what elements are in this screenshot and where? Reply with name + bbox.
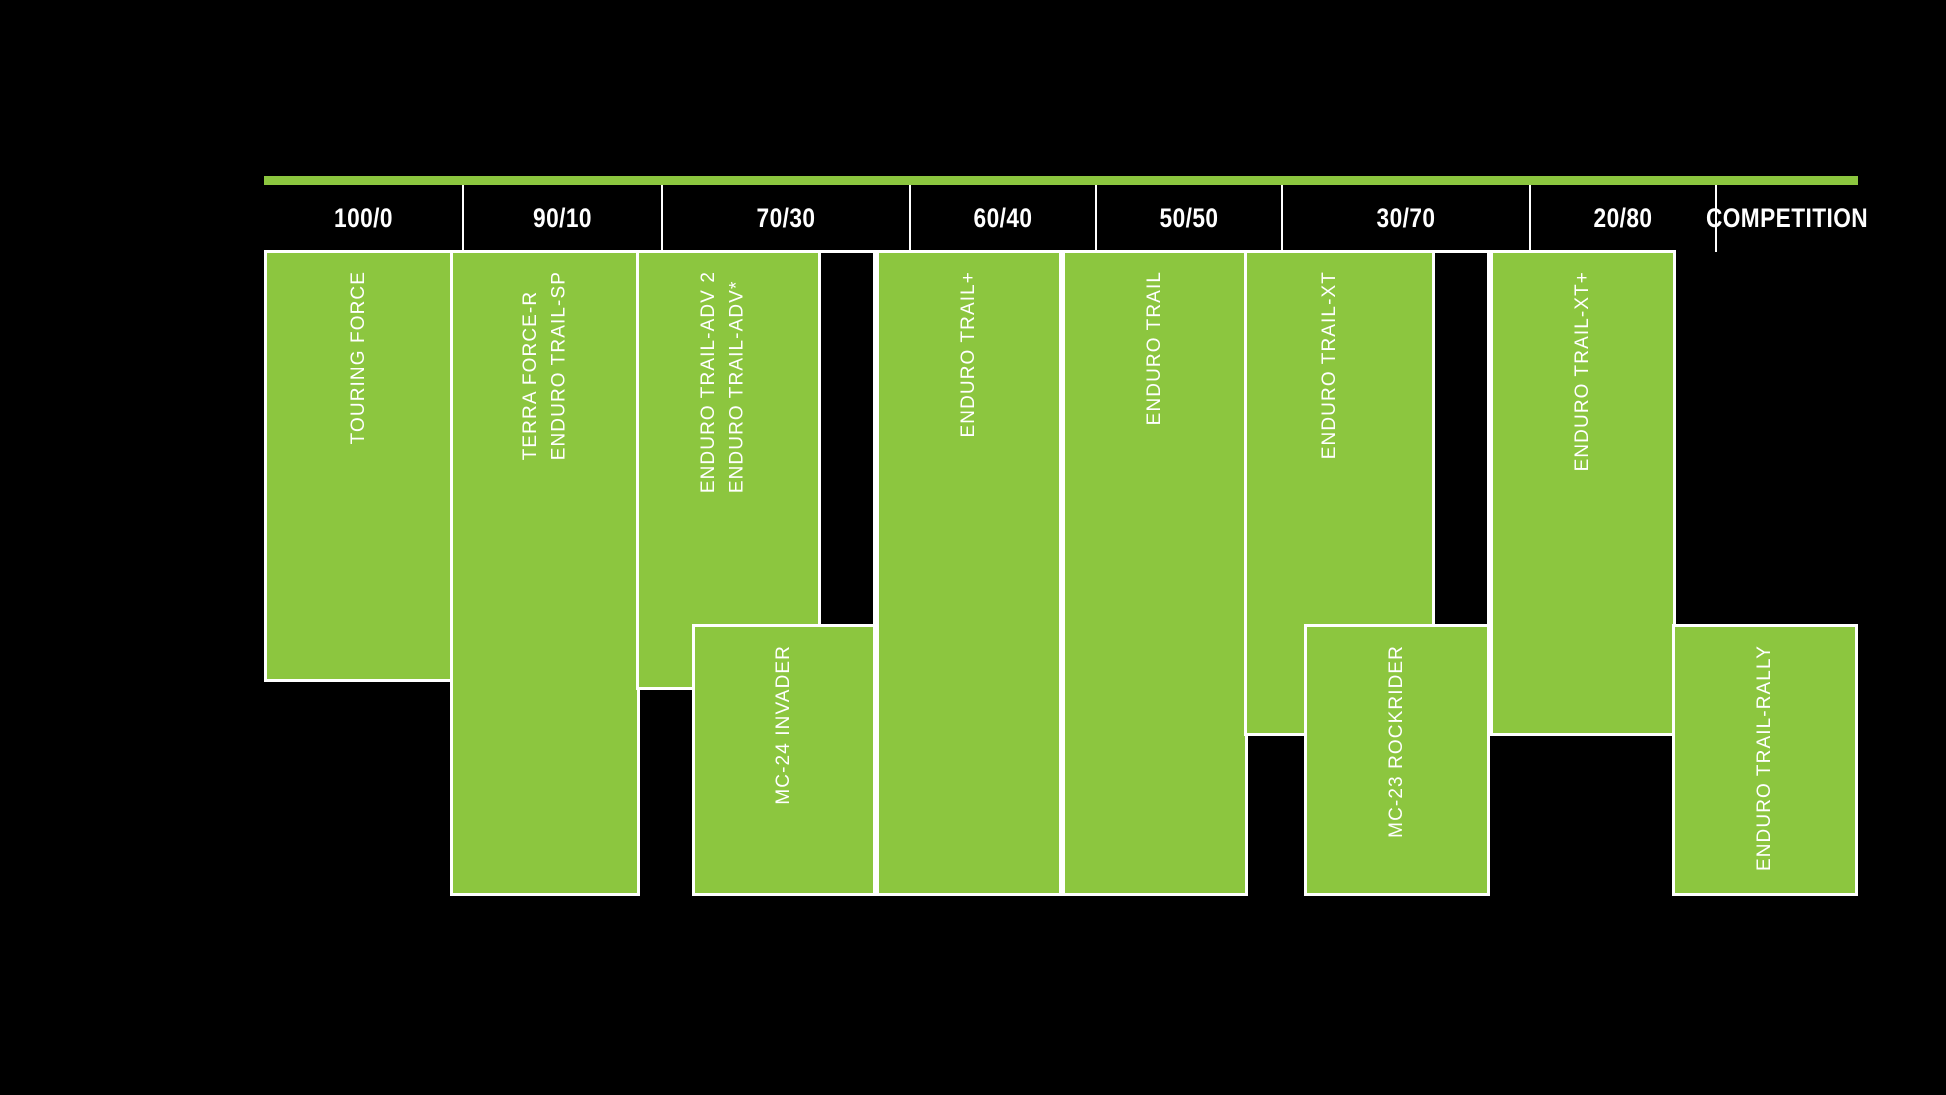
header-cell-30-70: 30/70 bbox=[1302, 185, 1510, 252]
bar-label-enduro-trail-rally: ENDURO TRAIL-RALLY bbox=[1754, 645, 1776, 872]
header-divider bbox=[909, 185, 911, 252]
header-divider bbox=[661, 185, 663, 252]
bar-label-mc-23-rockrider: MC-23 ROCKRIDER bbox=[1386, 645, 1408, 838]
bar-label-wrap: TERRA FORCE-R ENDURO TRAIL-SP bbox=[453, 253, 637, 893]
header-label: COMPETITION bbox=[1705, 203, 1869, 233]
bar-label-wrap: ENDURO TRAIL+ bbox=[879, 253, 1059, 893]
header-divider bbox=[1715, 185, 1717, 252]
bar-enduro-trail-xt-plus[interactable]: ENDURO TRAIL-XT+ bbox=[1490, 250, 1676, 736]
bar-label-wrap: ENDURO TRAIL bbox=[1065, 253, 1245, 893]
bar-label-enduro-trail-xt: ENDURO TRAIL-XT bbox=[1319, 271, 1340, 460]
bar-enduro-trail[interactable]: ENDURO TRAIL bbox=[1062, 250, 1248, 896]
bar-label-wrap: MC-24 INVADER bbox=[695, 627, 873, 893]
header-cell-70-30: 70/30 bbox=[682, 185, 890, 252]
header-divider bbox=[1095, 185, 1097, 252]
bar-label-wrap: TOURING FORCE bbox=[267, 253, 451, 679]
header-divider bbox=[1529, 185, 1531, 252]
header-label: 50/50 bbox=[1159, 203, 1219, 233]
header-label: 90/10 bbox=[533, 203, 592, 233]
gap-notch-70-30 bbox=[818, 250, 876, 630]
header-cell-60-40: 60/40 bbox=[925, 185, 1081, 252]
bar-label-wrap: ENDURO TRAIL-XT+ bbox=[1493, 253, 1673, 733]
top-accent-rule bbox=[264, 176, 1858, 185]
bar-label-enduro-trail: ENDURO TRAIL bbox=[1144, 271, 1166, 426]
header-label: 70/30 bbox=[756, 203, 816, 233]
bar-touring-force[interactable]: TOURING FORCE bbox=[264, 250, 454, 682]
bar-terra-force-r[interactable]: TERRA FORCE-R ENDURO TRAIL-SP bbox=[450, 250, 640, 896]
header-cell-100-0: 100/0 bbox=[280, 185, 447, 252]
bar-label-line1: TERRA FORCE-R bbox=[519, 290, 541, 461]
header-cell-90-10: 90/10 bbox=[479, 185, 646, 252]
bar-enduro-trail-rally[interactable]: ENDURO TRAIL-RALLY bbox=[1672, 624, 1858, 896]
header-divider bbox=[1281, 185, 1283, 252]
header-label: 30/70 bbox=[1376, 203, 1436, 233]
category-header-row: 100/0 90/10 70/30 60/40 50/50 30/70 20/8… bbox=[264, 185, 1868, 252]
bar-label-line2: ENDURO TRAIL-SP bbox=[548, 271, 569, 461]
bar-label-enduro-trail-adv2: ENDURO TRAIL-ADV 2 ENDURO TRAIL-ADV* bbox=[695, 271, 752, 493]
header-label: 100/0 bbox=[334, 203, 393, 233]
header-cell-50-50: 50/50 bbox=[1111, 185, 1267, 252]
bar-label-wrap: MC-23 ROCKRIDER bbox=[1307, 627, 1487, 893]
header-label: 60/40 bbox=[973, 203, 1033, 233]
bar-enduro-trail-plus[interactable]: ENDURO TRAIL+ bbox=[876, 250, 1062, 896]
bar-label-wrap: ENDURO TRAIL-RALLY bbox=[1675, 627, 1855, 893]
bar-label-mc-24-invader: MC-24 INVADER bbox=[773, 645, 795, 805]
header-cell-competition: COMPETITION bbox=[1706, 185, 1868, 252]
bar-mc-23-rockrider[interactable]: MC-23 ROCKRIDER bbox=[1304, 624, 1490, 896]
bar-label-line1: ENDURO TRAIL-ADV 2 bbox=[698, 271, 719, 494]
bar-mc-24-invader[interactable]: MC-24 INVADER bbox=[692, 624, 876, 896]
gap-notch-30-70 bbox=[1432, 250, 1490, 630]
header-label: 20/80 bbox=[1593, 203, 1653, 233]
bar-label-line2: ENDURO TRAIL-ADV* bbox=[726, 280, 748, 494]
bar-label-enduro-trail-plus: ENDURO TRAIL+ bbox=[958, 271, 980, 438]
header-divider bbox=[462, 185, 464, 252]
bar-label-enduro-trail-xt-plus: ENDURO TRAIL-XT+ bbox=[1572, 271, 1594, 472]
header-cell-20-80: 20/80 bbox=[1545, 185, 1701, 252]
bar-label-terra-force-r: TERRA FORCE-R ENDURO TRAIL-SP bbox=[517, 271, 574, 460]
bar-label-touring-force: TOURING FORCE bbox=[348, 271, 370, 445]
